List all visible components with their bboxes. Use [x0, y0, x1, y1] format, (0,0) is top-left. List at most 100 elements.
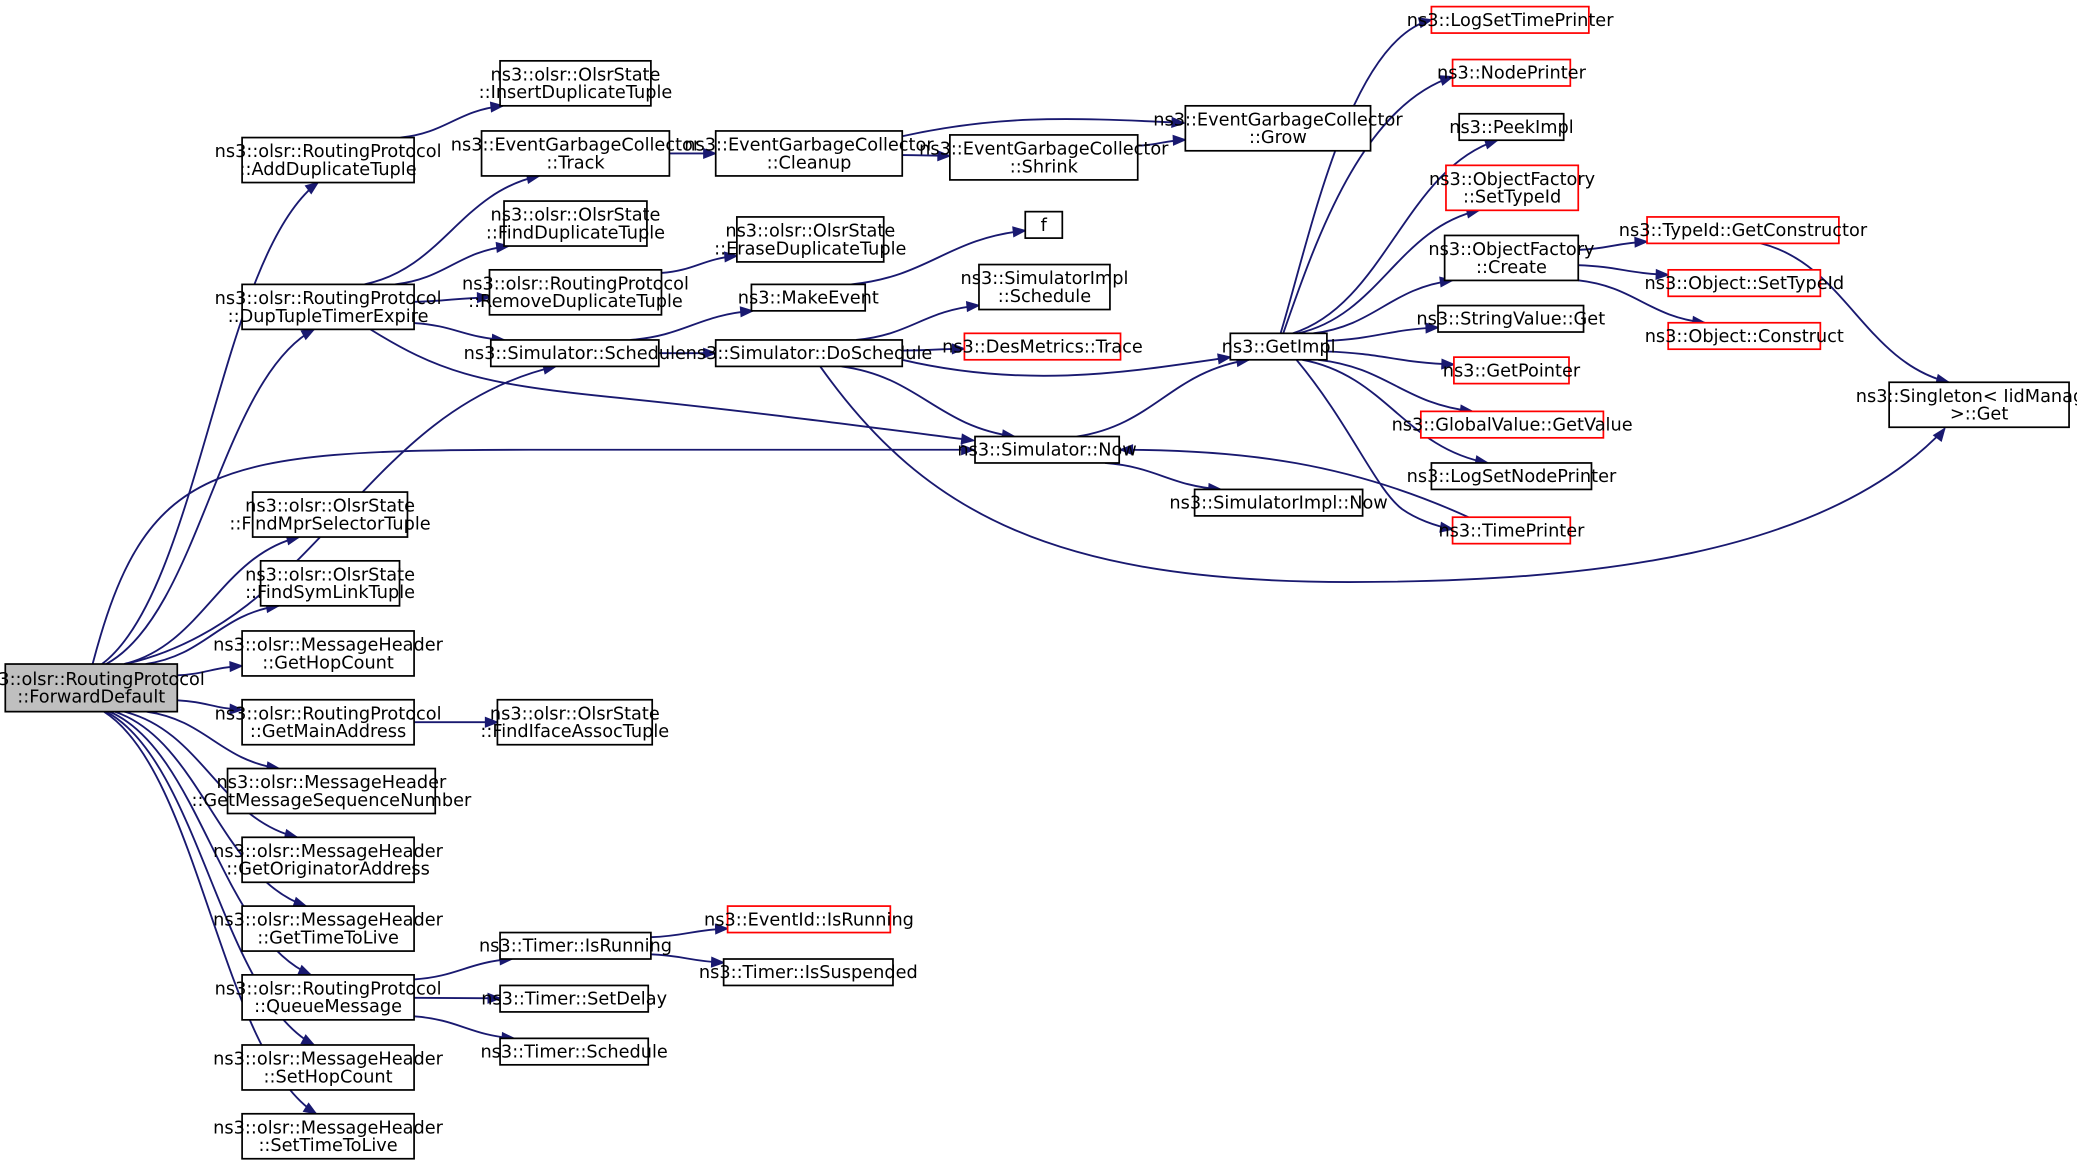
node-label: ns3::SimulatorImpl — [961, 269, 1129, 289]
node-add-duplicate-tuple[interactable]: ns3::olsr::RoutingProtocol::AddDuplicate… — [215, 136, 442, 184]
node-egc-cleanup[interactable]: ns3::EventGarbageCollector::Cleanup — [684, 130, 934, 177]
node-get-hop-count[interactable]: ns3::olsr::MessageHeader::GetHopCount — [213, 630, 444, 677]
node-erase-duplicate-tuple[interactable]: ns3::olsr::OlsrState::EraseDuplicateTupl… — [714, 216, 906, 263]
node-egc-track[interactable]: ns3::EventGarbageCollector::Track — [451, 130, 701, 177]
edge-make_event-to-f — [851, 226, 1028, 286]
edge-arrowhead — [304, 181, 320, 195]
node-object-factory-create[interactable]: ns3::ObjectFactory::Create — [1428, 234, 1595, 282]
edge-dup_tuple_timer_expire-to-simulator_now — [369, 328, 976, 445]
node-singleton-get[interactable]: ns3::Singleton< IidManager>::Get — [1856, 381, 2077, 429]
edge-arrowhead — [1171, 116, 1186, 128]
edge-arrowhead — [1634, 236, 1649, 248]
node-find-sym-link-tuple[interactable]: ns3::olsr::OlsrState::FindSymLinkTuple — [245, 559, 415, 607]
node-make-event[interactable]: ns3::MakeEvent — [738, 283, 879, 312]
node-forward-default[interactable]: ns3::olsr::RoutingProtocol::ForwardDefau… — [0, 663, 205, 713]
node-timer-set-delay[interactable]: ns3::Timer::SetDelay — [481, 984, 667, 1013]
node-timer-is-suspended[interactable]: ns3::Timer::IsSuspended — [699, 958, 918, 987]
node-insert-duplicate-tuple[interactable]: ns3::olsr::OlsrState::InsertDuplicateTup… — [479, 59, 673, 107]
node-time-printer[interactable]: ns3::TimePrinter — [1438, 516, 1585, 545]
node-queue-message[interactable]: ns3::olsr::RoutingProtocol::QueueMessage — [215, 974, 442, 1021]
edge-line — [394, 245, 509, 286]
node-set-hop-count[interactable]: ns3::olsr::MessageHeader::SetHopCount — [213, 1044, 444, 1091]
node-label: ns3::olsr::RoutingProtocol — [215, 704, 442, 724]
node-timer-is-running[interactable]: ns3::Timer::IsRunning — [479, 931, 672, 960]
node-label: ns3::olsr::OlsrState — [490, 704, 660, 724]
node-label: ::ForwardDefault — [17, 688, 165, 708]
node-dup-tuple-timer-expire[interactable]: ns3::olsr::RoutingProtocol::DupTupleTime… — [215, 283, 442, 331]
node-egc-grow[interactable]: ns3::EventGarbageCollector::Grow — [1153, 104, 1403, 152]
node-box — [241, 283, 415, 331]
node-label: ::FindDuplicateTuple — [486, 223, 665, 243]
node-log-set-node-printer[interactable]: ns3::LogSetNodePrinter — [1407, 462, 1617, 491]
node-find-mpr-selector-tuple[interactable]: ns3::olsr::OlsrState::FindMprSelectorTup… — [229, 491, 431, 538]
node-box — [496, 698, 654, 746]
node-egc-shrink[interactable]: ns3::EventGarbageCollector::Shrink — [919, 134, 1169, 181]
edge-type_id_get_constructor-to-singleton_get — [1760, 242, 1951, 385]
node-peek-impl[interactable]: ns3::PeekImpl — [1449, 112, 1574, 142]
node-box — [241, 136, 415, 184]
node-timer-schedule[interactable]: ns3::Timer::Schedule — [480, 1037, 668, 1066]
node-box — [4, 663, 179, 713]
node-box — [750, 283, 867, 312]
edge-line — [1120, 448, 1469, 519]
node-box — [1430, 5, 1590, 34]
node-label: ::QueueMessage — [254, 997, 402, 1017]
node-box — [241, 974, 415, 1021]
edge-line — [1326, 350, 1454, 366]
edge-forward_default-to-add_duplicate_tuple — [101, 181, 320, 665]
node-get-main-address[interactable]: ns3::olsr::RoutingProtocol::GetMainAddre… — [215, 698, 442, 746]
node-find-iface-assoc-tuple[interactable]: ns3::olsr::OlsrState::FindIfaceAssocTupl… — [480, 698, 669, 746]
node-log-set-time-printer[interactable]: ns3::LogSetTimePrinter — [1407, 5, 1614, 34]
edge-arrowhead — [1425, 322, 1440, 334]
edge-object_factory_create-to-object_set_type_id — [1578, 264, 1671, 281]
node-label: ::DupTupleTimerExpire — [228, 307, 429, 327]
node-label: ::Cleanup — [767, 153, 852, 173]
node-object-set-type-id[interactable]: ns3::Object::SetTypeId — [1644, 268, 1844, 298]
node-object-construct[interactable]: ns3::Object::Construct — [1645, 321, 1844, 351]
node-label: ns3::olsr::MessageHeader — [213, 911, 443, 931]
node-label: ns3::olsr::RoutingProtocol — [215, 289, 442, 309]
node-simulator-do-schedule[interactable]: ns3::Simulator::DoSchedule — [686, 339, 933, 368]
node-box — [489, 339, 660, 368]
node-box — [488, 268, 663, 316]
node-label: ns3::olsr::OlsrState — [491, 65, 661, 85]
node-node-printer[interactable]: ns3::NodePrinter — [1437, 58, 1587, 87]
node-set-time-to-live[interactable]: ns3::olsr::MessageHeader::SetTimeToLive — [213, 1112, 444, 1160]
node-simulator-now[interactable]: ns3::Simulator::Now — [957, 435, 1137, 464]
node-get-time-to-live[interactable]: ns3::olsr::MessageHeader::GetTimeToLive — [213, 905, 444, 952]
node-simulator-impl-schedule[interactable]: ns3::SimulatorImpl::Schedule — [961, 263, 1129, 311]
node-label: ns3::Timer::Schedule — [480, 1043, 667, 1063]
node-simulator-schedule[interactable]: ns3::Simulator::Schedule — [464, 339, 686, 368]
edge-arrowhead — [487, 992, 502, 1004]
node-label: ::Create — [1476, 258, 1547, 278]
edge-arrowhead — [229, 703, 244, 715]
node-get-impl[interactable]: ns3::GetImpl — [1222, 332, 1336, 361]
edge-arrowhead — [739, 306, 755, 318]
node-f[interactable]: f — [1024, 210, 1064, 239]
node-label: ::GetOriginatorAddress — [226, 860, 430, 880]
node-get-originator-address[interactable]: ns3::olsr::MessageHeader::GetOriginatorA… — [213, 836, 444, 884]
node-get-message-sequence-number[interactable]: ns3::olsr::MessageHeader::GetMessageSequ… — [192, 767, 472, 815]
node-remove-duplicate-tuple[interactable]: ns3::olsr::RoutingProtocol::RemoveDuplic… — [462, 268, 689, 316]
node-type-id-get-constructor[interactable]: ns3::TypeId::GetConstructor — [1619, 216, 1868, 245]
edge-line — [1760, 242, 1949, 384]
node-label: ns3::LogSetNodePrinter — [1407, 467, 1617, 487]
node-event-id-is-running[interactable]: ns3::EventId::IsRunning — [704, 905, 914, 934]
node-string-value-get[interactable]: ns3::StringValue::Get — [1416, 304, 1605, 333]
node-get-pointer[interactable]: ns3::GetPointer — [1443, 356, 1581, 385]
node-label: ::GetTimeToLive — [257, 928, 399, 948]
edge-arrowhead — [297, 964, 313, 976]
edge-arrowhead — [965, 301, 981, 313]
node-simulator-impl-now[interactable]: ns3::SimulatorImpl::Now — [1169, 488, 1388, 517]
node-des-metrics-trace[interactable]: ns3::DesMetrics::Trace — [942, 332, 1143, 361]
edge-arrowhead — [1932, 427, 1946, 442]
node-find-duplicate-tuple[interactable]: ns3::olsr::OlsrState::FindDuplicateTuple — [486, 200, 665, 247]
edge-line — [101, 181, 319, 665]
node-label: ns3::olsr::MessageHeader — [213, 635, 443, 655]
node-label: ns3::ObjectFactory — [1429, 170, 1595, 190]
node-box — [1458, 112, 1565, 142]
node-object-factory-set-type-id[interactable]: ns3::ObjectFactory::SetTypeId — [1429, 164, 1595, 212]
edge-arrowhead — [1655, 268, 1671, 281]
node-global-value-get-value[interactable]: ns3::GlobalValue::GetValue — [1392, 410, 1633, 439]
node-box — [499, 59, 652, 107]
